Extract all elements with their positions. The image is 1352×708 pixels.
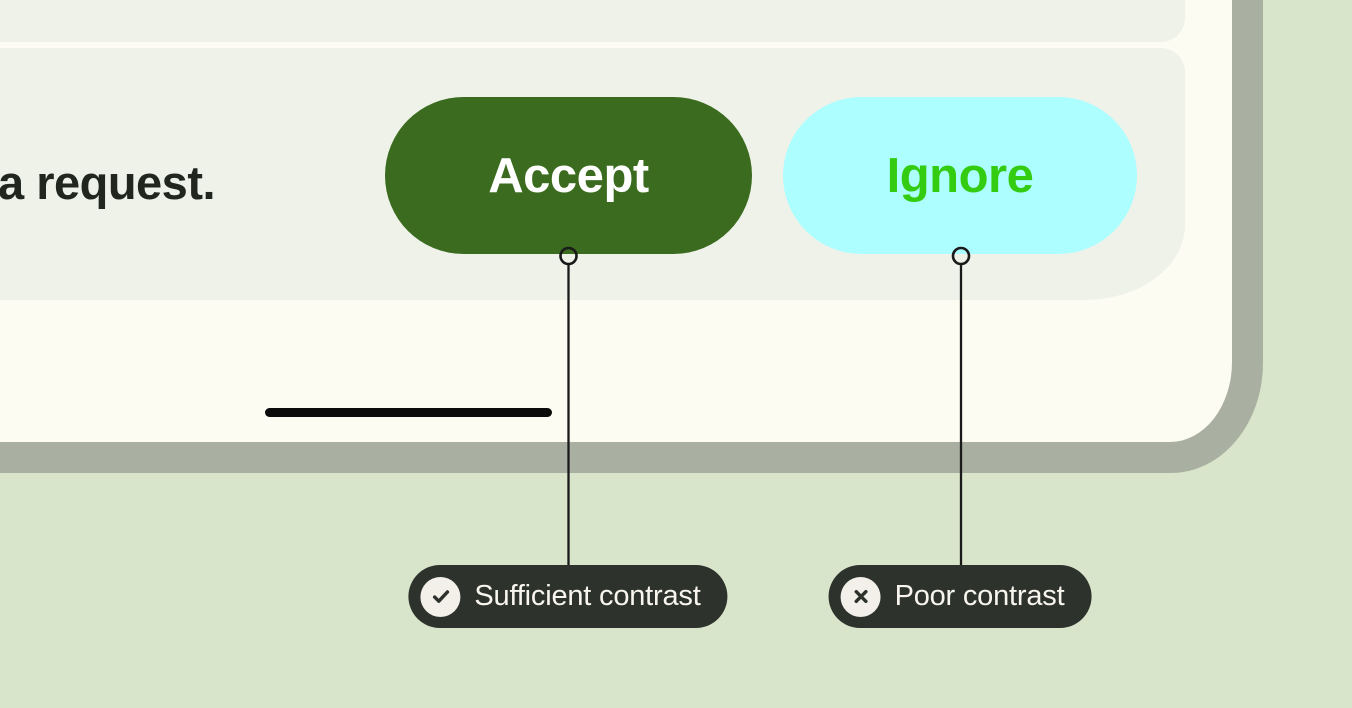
home-indicator-bar <box>265 408 552 417</box>
annotation-label: Poor contrast <box>894 580 1065 612</box>
notification-card: a request. Accept Ignore <box>0 48 1185 300</box>
check-icon <box>420 576 461 617</box>
annotation-sufficient-contrast: Sufficient contrast <box>408 565 728 628</box>
x-icon <box>840 576 881 617</box>
notification-card-partial <box>0 0 1185 42</box>
ignore-button[interactable]: Ignore <box>783 97 1137 254</box>
message-text: a request. <box>0 156 216 209</box>
annotation-poor-contrast: Poor contrast <box>828 565 1092 628</box>
annotation-label: Sufficient contrast <box>474 580 701 612</box>
accept-button[interactable]: Accept <box>385 97 752 254</box>
